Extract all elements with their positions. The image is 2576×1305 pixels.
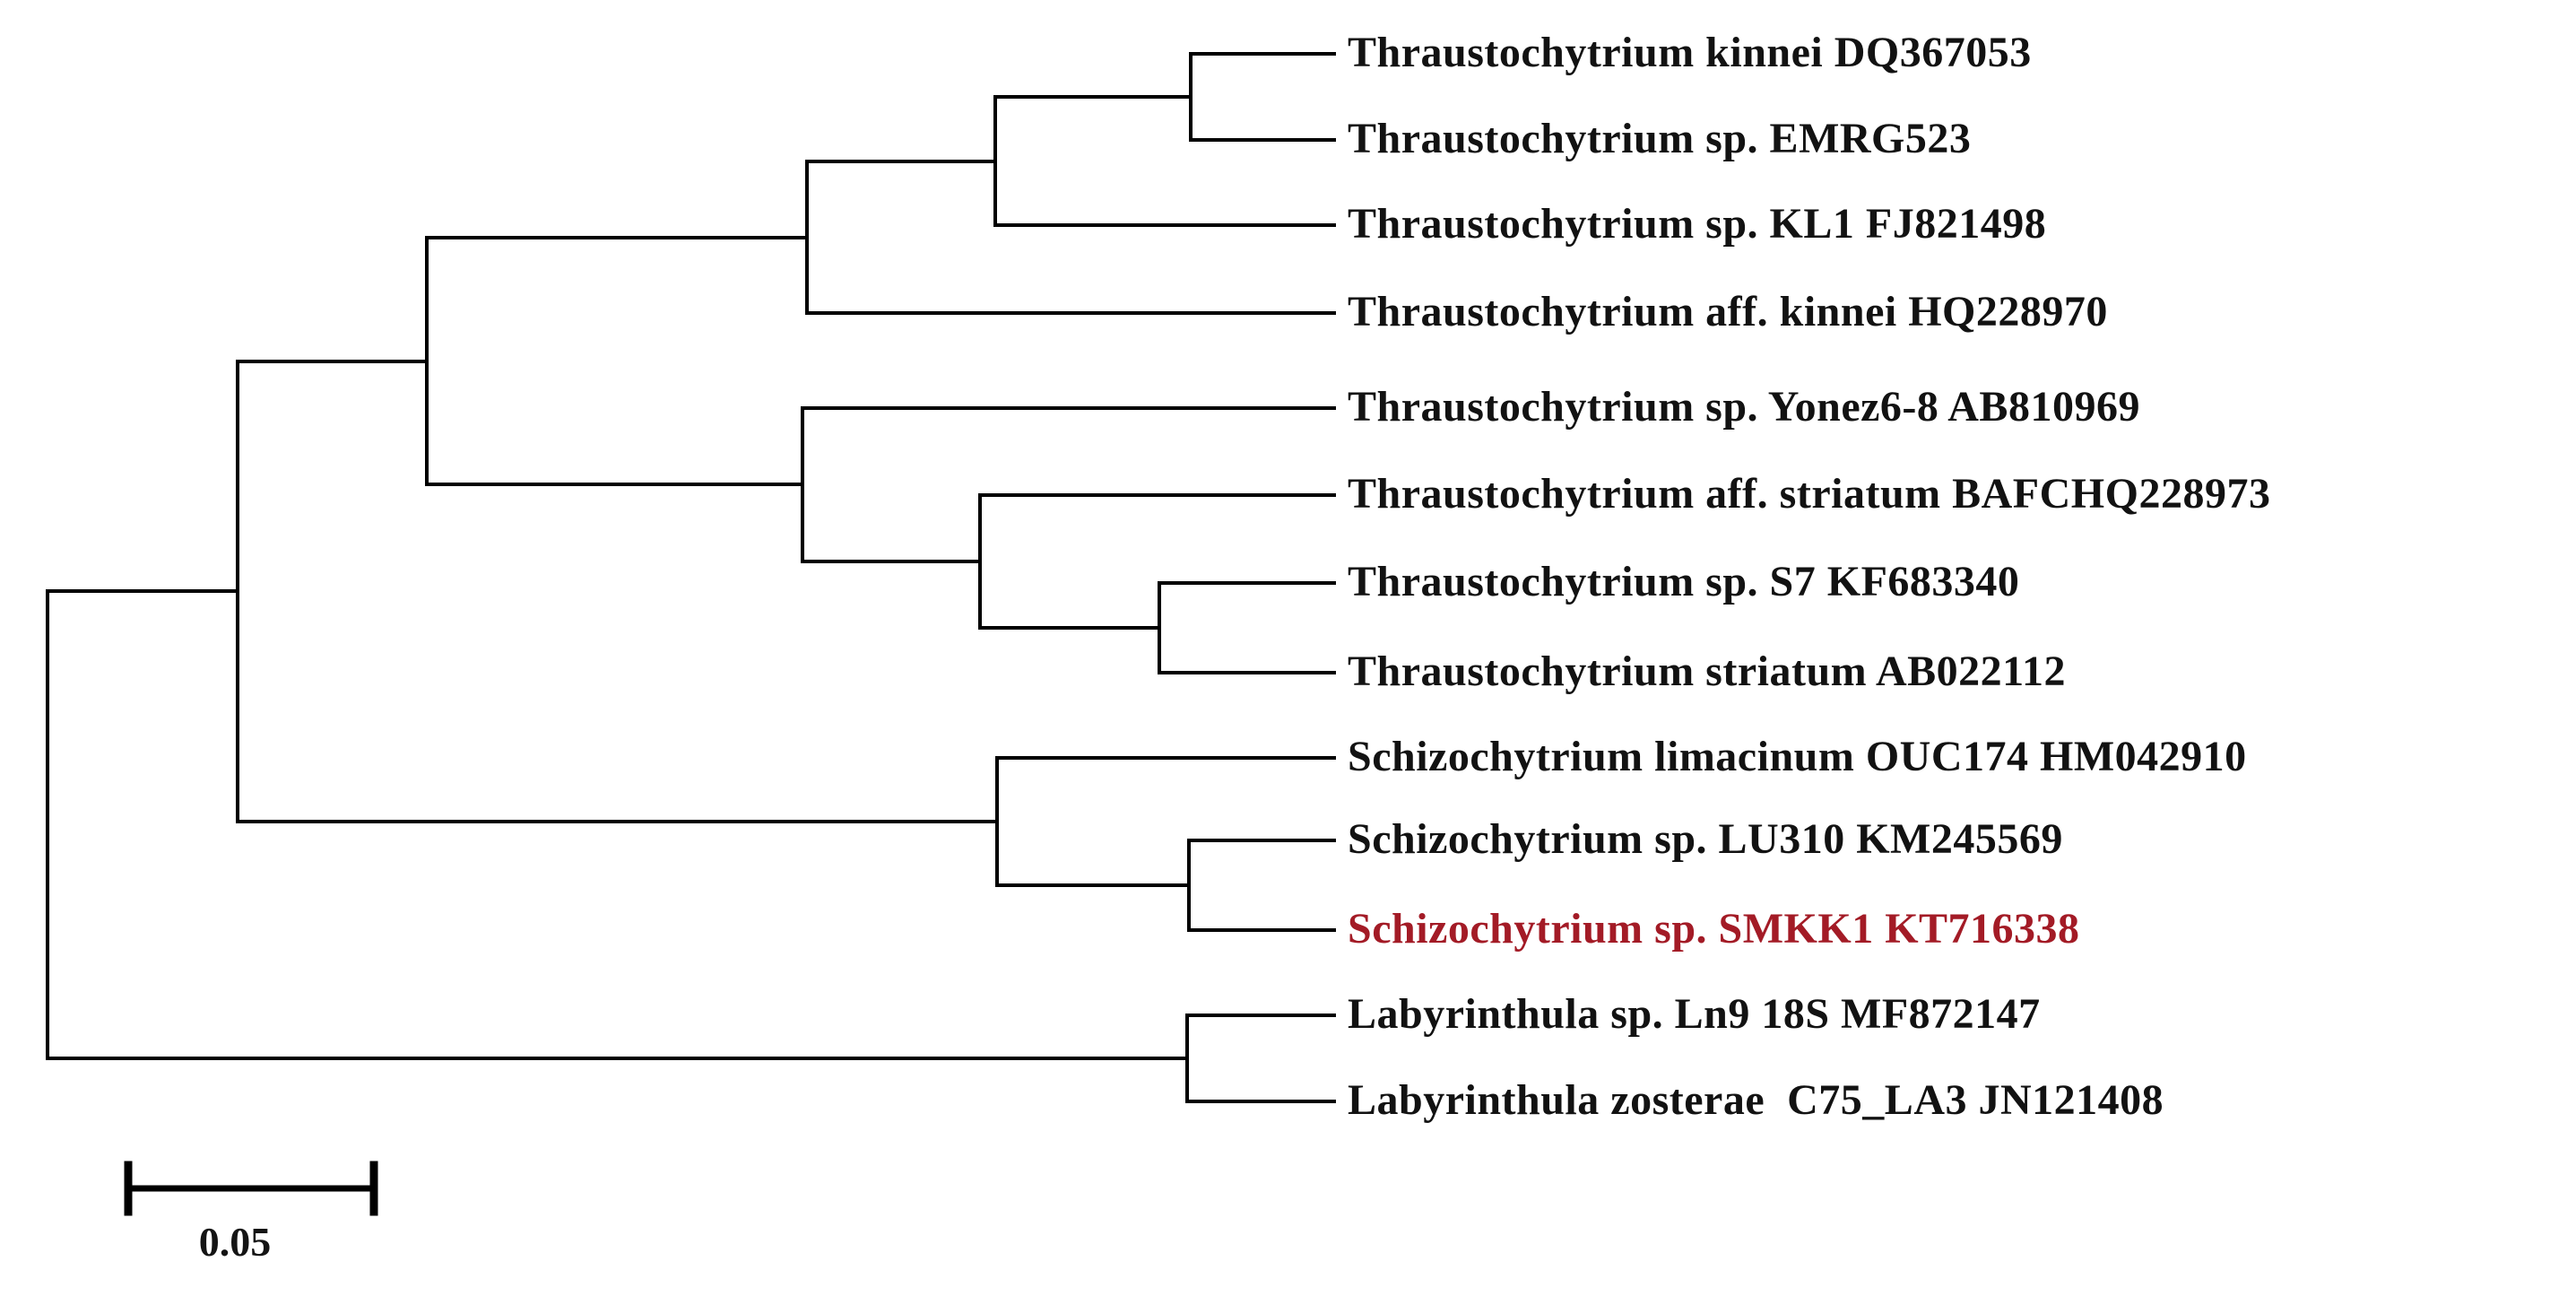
taxon-label: Thraustochytrium sp. Yonez6-8 AB810969: [1348, 383, 2140, 431]
taxon-label: Thraustochytrium striatum AB022112: [1348, 648, 2067, 696]
taxon-label: Labyrinthula zosterae C75_LA3 JN121408: [1348, 1076, 2164, 1125]
taxon-label: Thraustochytrium sp. S7 KF683340: [1348, 558, 2020, 606]
taxon-label: Thraustochytrium sp. KL1 FJ821498: [1348, 200, 2047, 248]
taxon-label: Thraustochytrium aff. striatum BAFCHQ228…: [1348, 470, 2271, 518]
taxon-label: Thraustochytrium aff. kinnei HQ228970: [1348, 288, 2108, 336]
taxon-label: Labyrinthula sp. Ln9 18S MF872147: [1348, 990, 2041, 1039]
taxon-label: Schizochytrium sp. SMKK1 KT716338: [1348, 905, 2080, 953]
branch-lines-group: [46, 52, 1336, 1103]
taxon-label: Schizochytrium sp. LU310 KM245569: [1348, 815, 2063, 864]
taxon-label: Thraustochytrium kinnei DQ367053: [1348, 29, 2032, 77]
taxon-label: Schizochytrium limacinum OUC174 HM042910: [1348, 733, 2247, 781]
taxon-label: Thraustochytrium sp. EMRG523: [1348, 115, 1972, 163]
scale-bar-group: [124, 1161, 378, 1216]
scale-bar-label: 0.05: [198, 1219, 272, 1265]
